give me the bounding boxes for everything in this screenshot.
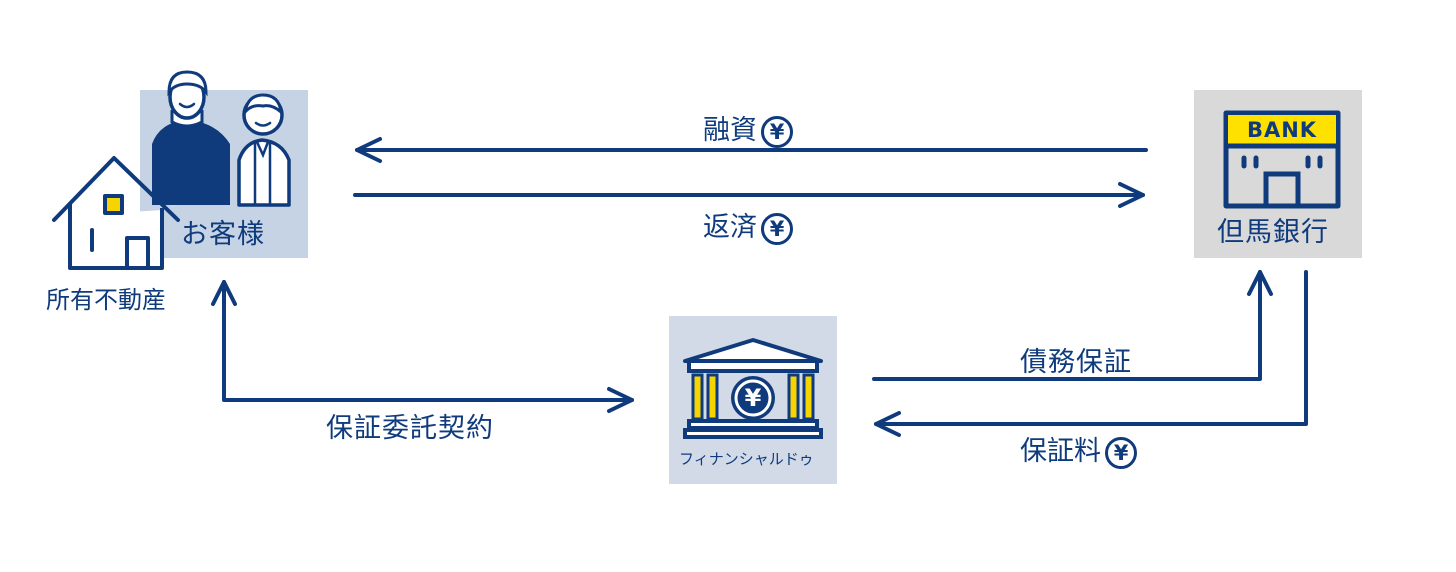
bank-sign-text: BANK [1246,118,1318,142]
repayment-label: 返済¥ [703,205,793,245]
yen-icon: ¥ [1105,436,1137,469]
debt-guarantee-arrow [872,270,1273,381]
customer-label: お客様 [181,219,265,250]
house-icon [52,156,180,270]
property-label: 所有不動産 [46,286,166,314]
building-yen-glyph: ¥ [744,384,762,412]
loan-arrow [355,137,1148,163]
repayment-arrow [353,182,1145,208]
repayment-text: 返済 [703,212,757,243]
guarantee-contract-arrow [211,280,634,413]
loan-text: 融資 [703,115,757,146]
guarantee-contract-label: 保証委託契約 [326,413,494,444]
bank-label: 但馬銀行 [1217,217,1329,248]
bank-building-icon [1223,110,1341,209]
guarantor-label: フィナンシャルドゥ [679,450,814,468]
woman-icon [237,93,291,207]
guarantee-fee-text: 保証料 [1020,436,1101,467]
man-icon [152,70,230,205]
loan-label: 融資¥ [703,108,793,148]
yen-bank-building-icon [683,338,823,439]
guarantee-fee-arrow [874,270,1308,437]
yen-icon: ¥ [761,212,793,245]
guarantee-fee-label: 保証料¥ [1020,429,1137,469]
debt-guarantee-label: 債務保証 [1020,347,1132,378]
yen-icon: ¥ [761,115,793,148]
